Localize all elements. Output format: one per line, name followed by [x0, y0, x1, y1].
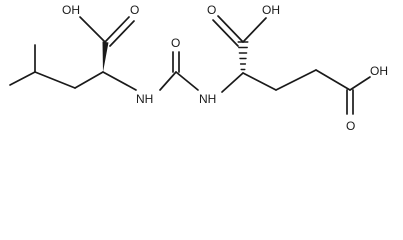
bond-beta-gamma — [275, 69, 317, 91]
atom-o-urea: O — [171, 36, 180, 50]
bond-mid-c-oh — [242, 17, 267, 43]
bond-mid-c-o-b — [212, 19, 239, 47]
atom-oh-mid-acid: OH — [262, 3, 280, 17]
wedge-bond-left-alpha — [102, 41, 109, 72]
bond-left-c-oh — [79, 16, 106, 43]
bond-mid-c-o-a — [217, 15, 244, 43]
bond-nh-right-alpha — [221, 72, 244, 93]
bond-alpha-beta — [242, 72, 277, 91]
bond-isobutyl-ch-ch2 — [34, 71, 76, 89]
atom-oh-left-acid: OH — [62, 3, 80, 17]
bond-gamma-delta — [315, 69, 351, 91]
bond-urea-c-nh-right — [175, 71, 199, 91]
bond-left-c-o-a — [104, 16, 130, 43]
atom-o-mid-acid: O — [207, 3, 216, 17]
atom-o-left-acid: O — [130, 3, 139, 17]
bond-left-c-o-b — [109, 20, 135, 47]
atom-nh-right: NH — [199, 92, 216, 106]
bond-left-alpha-nh — [102, 71, 137, 91]
atom-nh-left: NH — [136, 92, 153, 106]
chemical-structure: OH O NH O NH O OH OH O — [9, 3, 388, 133]
bond-nh-left-urea-c — [159, 71, 177, 91]
bond-ch2-alpha-left — [74, 71, 104, 89]
bond-methyl-left — [9, 71, 36, 86]
atom-o-right-acid: O — [346, 119, 355, 133]
bond-right-c-oh — [349, 76, 371, 91]
atom-oh-right-acid: OH — [370, 64, 388, 78]
